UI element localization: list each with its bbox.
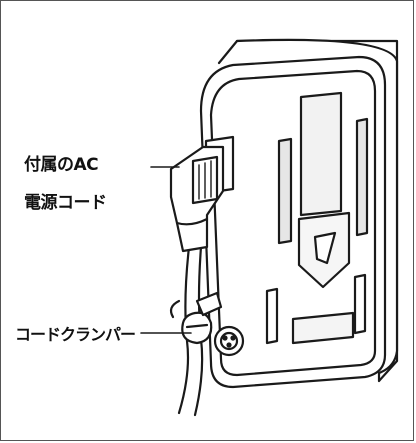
cord-clamper-label: コードクランパー (15, 325, 136, 344)
ac-cord-label-line2: 電源コード (24, 193, 107, 213)
cord-clamper (181, 311, 213, 345)
upper-panel (299, 91, 343, 217)
left-rail (277, 137, 293, 245)
lower-bar (291, 311, 355, 345)
power-cord (177, 245, 191, 415)
lower-slot-left (265, 287, 279, 345)
ac-cord-label-line1: 付属のAC (24, 155, 99, 175)
connector-socket (213, 325, 245, 357)
right-rail (355, 117, 369, 237)
adapter-front-inner (209, 69, 377, 377)
lower-slot-right (353, 273, 367, 335)
